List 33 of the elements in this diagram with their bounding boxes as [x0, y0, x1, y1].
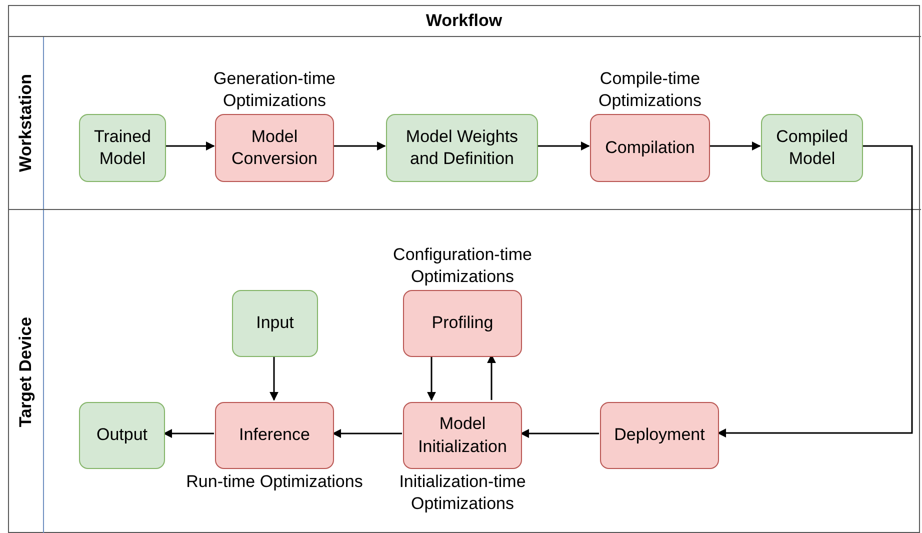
annotation-text: Generation-time Optimizations: [212, 68, 336, 112]
arrow: [270, 355, 278, 401]
lane-title: Workstation: [16, 74, 36, 172]
arrow: [487, 354, 496, 400]
pool-frame: [8, 5, 920, 533]
arrow: [163, 429, 214, 438]
process-box: Model Conversion: [215, 114, 334, 182]
swimlane: [9, 36, 921, 209]
process-box: Compilation: [590, 114, 710, 182]
annotation-text: Run-time Optimizations: [185, 471, 364, 493]
lane-title: Target Device: [16, 316, 36, 428]
process-box: Inference: [215, 402, 334, 469]
arrow: [165, 142, 215, 150]
annotation-text: Compile-time Optimizations: [598, 68, 702, 112]
arrow: [537, 142, 590, 150]
data-box: Model Weights and Definition: [386, 114, 538, 182]
data-box: Input: [232, 290, 318, 357]
annotation-text: Initialization-time Optimizations: [398, 471, 527, 516]
data-box: Output: [79, 402, 165, 469]
data-box: Compiled Model: [761, 114, 863, 182]
arrow: [333, 142, 386, 150]
annotation-text: Configuration-time Optimizations: [392, 244, 533, 288]
arrow: [520, 429, 599, 438]
arrow: [709, 142, 761, 150]
process-box: Model Initialization: [403, 402, 522, 469]
process-box: Profiling: [403, 290, 522, 357]
pool-title: Workflow: [9, 6, 919, 37]
arrow: [717, 145, 913, 438]
arrow: [427, 355, 436, 401]
swimlane: [9, 209, 921, 533]
process-box: Deployment: [600, 402, 719, 469]
data-box: Trained Model: [79, 114, 166, 182]
arrow: [332, 429, 402, 438]
